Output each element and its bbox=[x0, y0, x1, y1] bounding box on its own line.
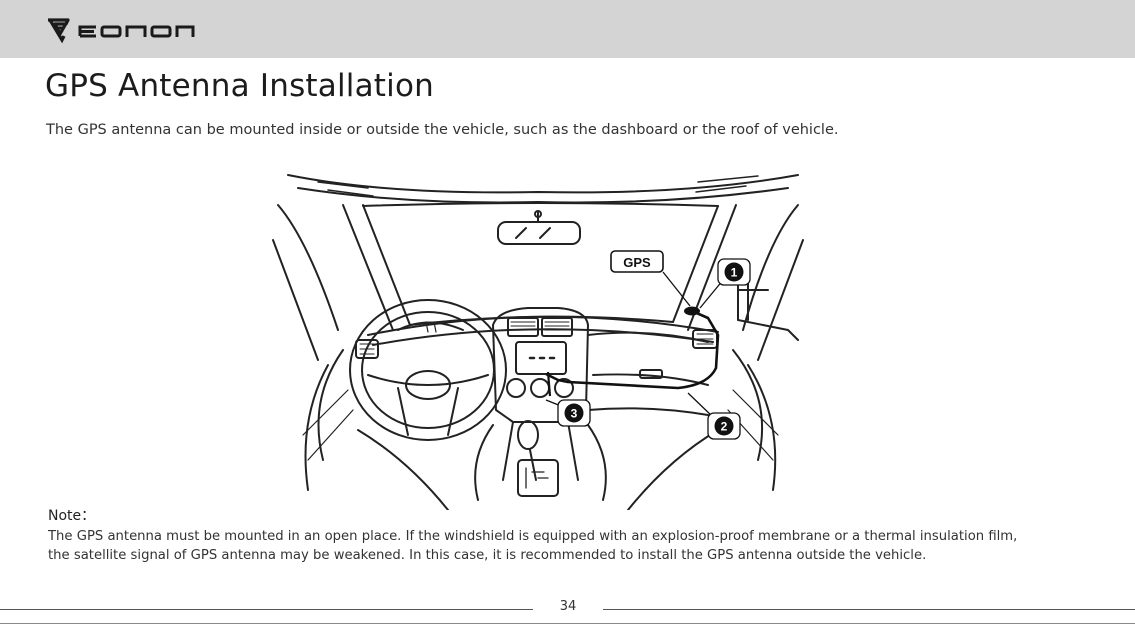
callout-1: 1 bbox=[731, 266, 738, 280]
footer-divider-right bbox=[603, 609, 1135, 610]
header-bar bbox=[0, 0, 1135, 58]
car-interior-diagram-icon: GPS 1 2 3 bbox=[272, 174, 804, 510]
gps-label: GPS bbox=[623, 255, 651, 270]
page-number: 34 bbox=[559, 599, 577, 614]
note-text-line-1: The GPS antenna must be mounted in an op… bbox=[48, 529, 1018, 544]
footer-rule bbox=[0, 623, 1135, 624]
callout-2: 2 bbox=[721, 420, 728, 434]
eonon-logo-icon bbox=[48, 18, 195, 44]
footer-divider-left bbox=[0, 609, 533, 610]
intro-text: The GPS antenna can be mounted inside or… bbox=[46, 122, 839, 138]
note-block: Note： The GPS antenna must be mounted in… bbox=[48, 505, 1118, 565]
page-title: GPS Antenna Installation bbox=[45, 68, 434, 104]
callout-3: 3 bbox=[571, 407, 578, 421]
note-label: Note： bbox=[48, 508, 96, 524]
note-text-line-2: the satellite signal of GPS antenna may … bbox=[48, 548, 927, 563]
